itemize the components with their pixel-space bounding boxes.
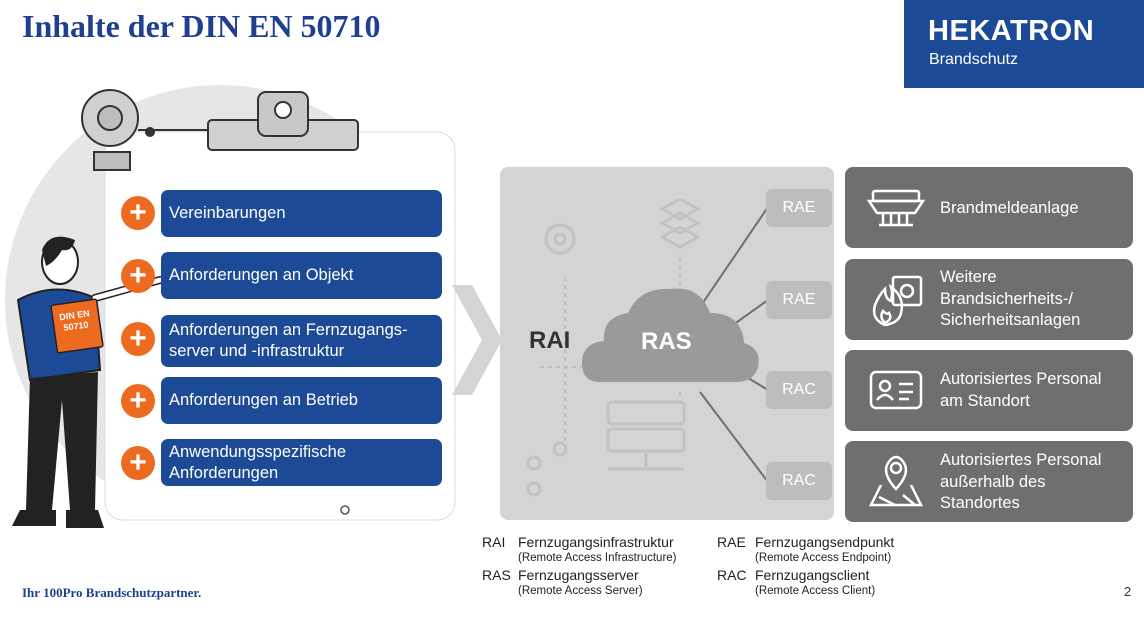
legend-term: Fernzugangsserver xyxy=(518,567,639,583)
card-label: Autorisiertes Personal außerhalb des Sta… xyxy=(940,451,1102,512)
share-icon xyxy=(526,455,542,471)
person-trousers xyxy=(26,372,98,510)
legend-english: (Remote Access Endpoint) xyxy=(755,552,892,564)
card-personal-standort: Autorisiertes Personal am Standort xyxy=(845,350,1133,431)
legend-abbr: RAC xyxy=(717,567,747,583)
card-label: Autorisiertes Personal am Standort xyxy=(940,370,1102,410)
rae-node: RAE xyxy=(766,189,832,227)
plus-icon: + xyxy=(121,322,155,356)
legend-term: Fernzugangsclient xyxy=(755,567,870,583)
map-pin-icon xyxy=(868,455,924,507)
hekatron-logo: HEKATRON Brandschutz xyxy=(904,0,1144,88)
rai-panel-graphics xyxy=(526,197,769,497)
rae-node: RAE xyxy=(766,281,832,319)
legend-term: Fernzugangsendpunkt xyxy=(755,534,895,550)
checklist-item-label: Anwendungsspezifische Anforderungen xyxy=(169,442,347,482)
logo-subtitle: Brandschutz xyxy=(929,51,1018,68)
card-weitere-anlagen: Weitere Brandsicherheits-/ Sicherheitsan… xyxy=(845,259,1133,340)
checklist-item-label: Anforderungen an Fernzugangs- server und… xyxy=(169,321,408,360)
page-title: Inhalte der DIN EN 50710 xyxy=(22,8,381,44)
legend-abbr: RAE xyxy=(717,534,746,550)
rai-label: RAI xyxy=(529,327,571,354)
rac-node: RAC xyxy=(766,462,832,500)
id-card-icon xyxy=(869,370,923,410)
ras-label: RAS xyxy=(641,328,692,355)
legend-english: (Remote Access Infrastructure) xyxy=(518,552,677,564)
plus-icon: + xyxy=(121,446,155,480)
fire-safety-icon xyxy=(872,275,923,327)
checklist-item[interactable]: Anwendungsspezifische Anforderungen xyxy=(161,439,442,486)
legend-english: (Remote Access Client) xyxy=(755,585,876,597)
layers-icon xyxy=(658,197,702,221)
footer-tagline: Ihr 100Pro Brandschutzpartner. xyxy=(22,585,202,600)
plus-icon: + xyxy=(121,196,155,230)
logo-brand: HEKATRON xyxy=(928,15,1095,47)
page-number: 2 xyxy=(1124,584,1132,599)
legend-abbr: RAS xyxy=(482,567,511,583)
checklist-item[interactable]: Anforderungen an Objekt xyxy=(161,252,442,299)
fire-detector-icon xyxy=(866,189,926,227)
checklist-item-label: Anforderungen an Objekt xyxy=(169,266,354,284)
checklist-item[interactable]: Anforderungen an Fernzugangs- server und… xyxy=(161,315,442,367)
checklist-item-label: Vereinbarungen xyxy=(169,204,286,222)
server-icon xyxy=(606,400,686,426)
plus-icon: + xyxy=(121,259,155,293)
cloud-icon xyxy=(582,288,759,382)
plus-icon: + xyxy=(121,384,155,418)
gear-icon xyxy=(544,223,576,255)
legend-english: (Remote Access Server) xyxy=(518,585,643,597)
checklist-item[interactable]: Vereinbarungen xyxy=(161,190,442,237)
book-line2: 50710 xyxy=(63,319,89,332)
rac-node: RAC xyxy=(766,371,832,409)
checklist-item[interactable]: Anforderungen an Betrieb xyxy=(161,377,442,424)
card-label: Weitere Brandsicherheits-/ Sicherheitsan… xyxy=(940,268,1081,329)
card-personal-extern: Autorisiertes Personal außerhalb des Sta… xyxy=(845,441,1133,522)
legend-abbr: RAI xyxy=(482,534,506,550)
checklist-item-label: Anforderungen an Betrieb xyxy=(169,391,358,409)
card-brandmeldeanlage: Brandmeldeanlage xyxy=(845,167,1133,248)
arrow-icon xyxy=(452,285,502,395)
book-line1: DIN EN xyxy=(59,308,91,322)
din-book xyxy=(50,298,104,354)
card-label: Brandmeldeanlage xyxy=(940,199,1079,217)
legend-term: Fernzugangsinfrastruktur xyxy=(518,534,674,550)
